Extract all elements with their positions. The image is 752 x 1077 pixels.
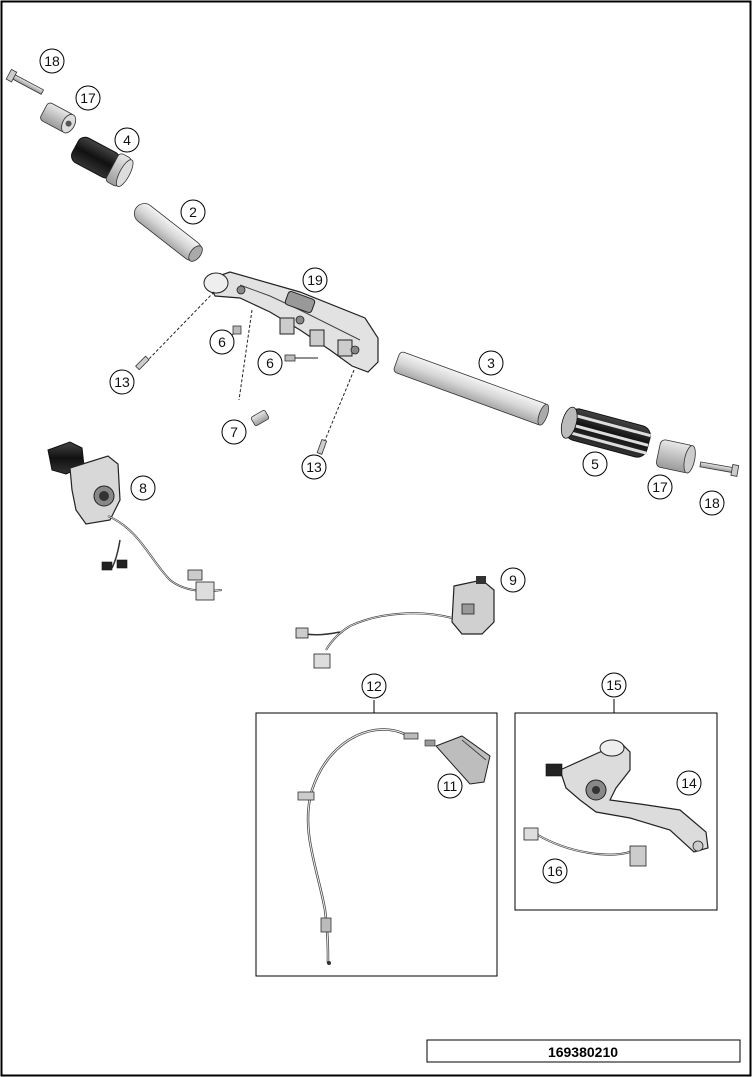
svg-text:18: 18 bbox=[44, 53, 60, 69]
callout-3: 3 bbox=[478, 350, 504, 376]
throttle-tube-2 bbox=[133, 203, 203, 262]
callout-11: 11 bbox=[437, 773, 463, 799]
svg-text:8: 8 bbox=[139, 480, 147, 496]
group-box-15 bbox=[514, 712, 718, 911]
callout-2: 2 bbox=[180, 199, 206, 225]
svg-text:6: 6 bbox=[218, 334, 226, 350]
callout-17-right: 17 bbox=[647, 474, 673, 500]
callout-17-top: 17 bbox=[75, 85, 101, 111]
svg-text:16: 16 bbox=[547, 863, 563, 879]
leader-13a bbox=[145, 291, 215, 363]
svg-text:17: 17 bbox=[652, 479, 668, 495]
svg-text:15: 15 bbox=[606, 677, 622, 693]
callout-18-top: 18 bbox=[39, 48, 65, 74]
callout-18-right: 18 bbox=[699, 490, 725, 516]
leader-7 bbox=[238, 309, 253, 401]
callout-12: 12 bbox=[361, 673, 387, 699]
svg-text:2: 2 bbox=[189, 204, 197, 220]
clutch-lever-14 bbox=[545, 739, 709, 853]
svg-text:11: 11 bbox=[443, 778, 458, 794]
svg-text:4: 4 bbox=[123, 132, 131, 148]
callout-5: 5 bbox=[582, 451, 608, 477]
handlebar-tube-3 bbox=[393, 351, 550, 426]
diagram-id: 169380210 bbox=[548, 1044, 618, 1060]
callout-19: 19 bbox=[302, 267, 328, 293]
bar-end-weight-17-left bbox=[40, 102, 77, 134]
callout-4: 4 bbox=[114, 127, 140, 153]
clutch-switch-16 bbox=[523, 827, 647, 867]
screw-13-right bbox=[316, 438, 328, 455]
svg-text:18: 18 bbox=[704, 495, 720, 511]
screw-6-b bbox=[284, 354, 296, 362]
leader-13b bbox=[322, 369, 355, 446]
callout-6-left: 6 bbox=[209, 329, 235, 355]
throttle-grip-4 bbox=[71, 136, 134, 187]
screw-13-left bbox=[135, 355, 150, 371]
svg-text:14: 14 bbox=[681, 775, 697, 791]
callout-8: 8 bbox=[130, 475, 156, 501]
callout-9: 9 bbox=[500, 567, 526, 593]
callout-13-left: 13 bbox=[109, 369, 135, 395]
callout-7: 7 bbox=[221, 419, 247, 445]
svg-text:17: 17 bbox=[80, 90, 96, 106]
svg-text:3: 3 bbox=[487, 355, 495, 371]
callout-13-right: 13 bbox=[301, 454, 327, 480]
callout-14: 14 bbox=[676, 770, 702, 796]
group-box-12 bbox=[255, 712, 498, 977]
dust-cap-11 bbox=[424, 735, 491, 785]
bolt-7 bbox=[250, 410, 270, 426]
clutch-cable-12 bbox=[297, 728, 419, 965]
bolt-18-right bbox=[699, 461, 740, 477]
bar-end-weight-17-right bbox=[655, 439, 696, 474]
bolt-18-left bbox=[5, 68, 45, 95]
svg-text:6: 6 bbox=[266, 355, 274, 371]
screw-6-a bbox=[232, 325, 242, 335]
callout-15: 15 bbox=[601, 672, 627, 698]
svg-text:13: 13 bbox=[306, 459, 322, 475]
svg-text:12: 12 bbox=[366, 678, 382, 694]
throttle-housing-8 bbox=[47, 441, 223, 601]
diagram-id-box bbox=[426, 1039, 741, 1063]
callout-16: 16 bbox=[542, 858, 568, 884]
svg-text:13: 13 bbox=[114, 374, 130, 390]
callout-6-right: 6 bbox=[257, 350, 283, 376]
switch-9 bbox=[295, 576, 495, 669]
svg-text:7: 7 bbox=[230, 424, 238, 440]
handlebar-19 bbox=[203, 271, 379, 373]
svg-text:9: 9 bbox=[509, 572, 517, 588]
grip-5 bbox=[560, 406, 652, 458]
svg-text:19: 19 bbox=[307, 272, 323, 288]
svg-text:5: 5 bbox=[591, 456, 599, 472]
